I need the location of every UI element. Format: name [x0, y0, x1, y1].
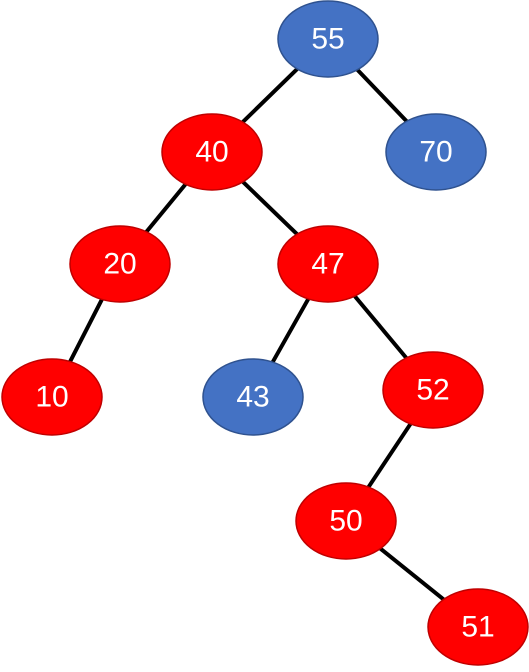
tree-node-50: 50 — [295, 482, 397, 560]
tree-node-label: 43 — [236, 381, 269, 414]
tree-node-40: 40 — [161, 113, 263, 191]
tree-edge-20-10 — [68, 297, 104, 364]
tree-edge-40-20 — [144, 182, 188, 234]
tree-node-shape-red — [427, 588, 529, 666]
tree-node-51: 51 — [427, 588, 529, 666]
tree-node-55: 55 — [277, 0, 379, 78]
tree-edges — [68, 66, 446, 602]
tree-node-shape-red — [69, 225, 171, 303]
tree-node-label: 51 — [461, 611, 494, 644]
tree-node-shape-red — [295, 482, 397, 560]
tree-edge-55-70 — [355, 67, 409, 124]
tree-node-70: 70 — [385, 113, 487, 191]
tree-node-43: 43 — [202, 358, 304, 436]
tree-node-label: 52 — [416, 374, 449, 407]
tree-node-label: 55 — [311, 23, 344, 56]
tree-edge-40-47 — [240, 179, 300, 237]
tree-node-shape-blue — [277, 0, 379, 78]
tree-node-shape-red — [382, 351, 484, 429]
tree-node-47: 47 — [277, 225, 379, 303]
tree-edge-50-51 — [378, 546, 446, 602]
tree-node-label: 70 — [419, 136, 452, 169]
tree-node-label: 20 — [103, 248, 136, 281]
tree-node-shape-red — [161, 113, 263, 191]
tree-node-label: 10 — [35, 381, 68, 414]
tree-node-52: 52 — [382, 351, 484, 429]
tree-node-shape-blue — [385, 113, 487, 191]
tree-node-shape-blue — [202, 358, 304, 436]
tree-edge-55-40 — [240, 66, 300, 125]
tree-node-shape-red — [277, 225, 379, 303]
tree-node-label: 40 — [195, 136, 228, 169]
tree-edge-52-50 — [366, 421, 413, 490]
tree-edge-47-43 — [270, 296, 311, 365]
tree-node-label: 47 — [311, 248, 344, 281]
tree-node-20: 20 — [69, 225, 171, 303]
tree-node-10: 10 — [1, 358, 103, 436]
tree-edge-47-52 — [352, 294, 409, 360]
tree-node-label: 50 — [329, 505, 362, 538]
tree-node-shape-red — [1, 358, 103, 436]
